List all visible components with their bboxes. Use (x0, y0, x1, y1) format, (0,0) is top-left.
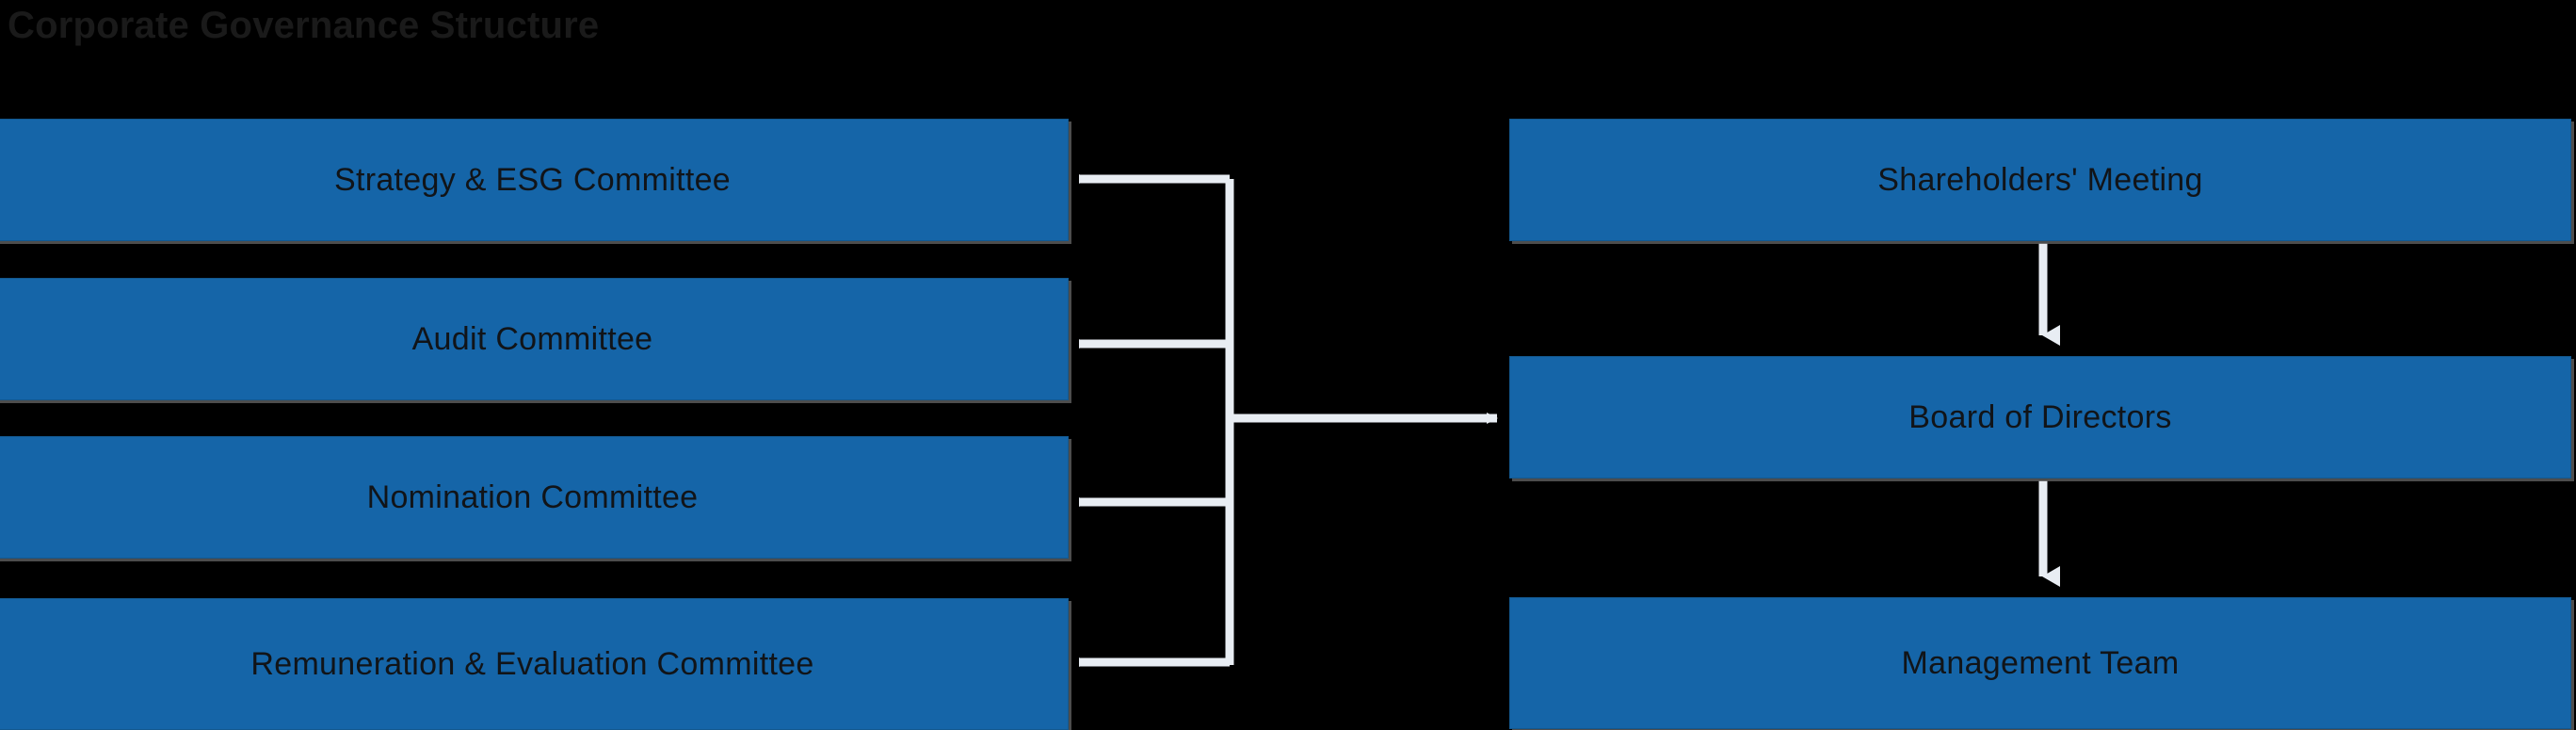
node-label: Remuneration & Evaluation Committee (250, 645, 814, 682)
page-title: Corporate Governance Structure (8, 5, 600, 46)
node-label: Strategy & ESG Committee (333, 161, 731, 198)
node-shareholders-meeting[interactable]: Shareholders' Meeting (1509, 119, 2571, 241)
node-audit-committee[interactable]: Audit Committee (0, 278, 1069, 400)
node-label: Nomination Committee (366, 479, 699, 515)
node-strategy-esg-committee[interactable]: Strategy & ESG Committee (0, 119, 1069, 241)
node-management-team[interactable]: Management Team (1509, 597, 2571, 729)
node-board-of-directors[interactable]: Board of Directors (1509, 356, 2571, 479)
node-label: Management Team (1901, 644, 2180, 681)
node-label: Audit Committee (411, 320, 653, 357)
node-label: Board of Directors (1908, 398, 2172, 435)
node-label: Shareholders' Meeting (1877, 161, 2203, 198)
node-remuneration-evaluation-committee[interactable]: Remuneration & Evaluation Committee (0, 598, 1069, 730)
node-nomination-committee[interactable]: Nomination Committee (0, 436, 1069, 559)
